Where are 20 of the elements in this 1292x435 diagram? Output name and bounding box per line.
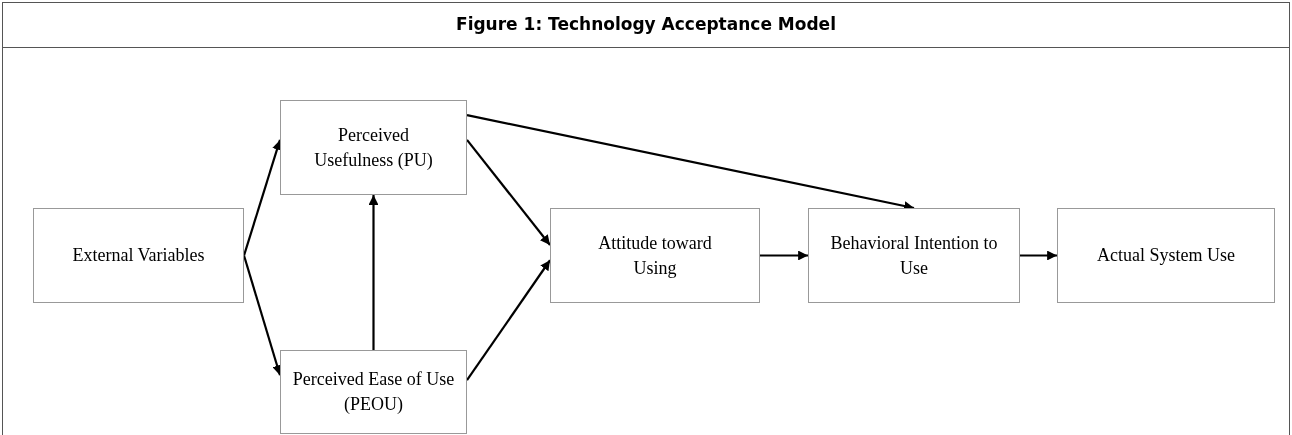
- process-box: [280, 350, 467, 434]
- process-box: [808, 208, 1020, 303]
- box-label: External Variables: [72, 244, 205, 267]
- process-box: [33, 208, 244, 303]
- box-label: Attitude toward Using: [597, 231, 713, 280]
- box-label: Perceived Ease of Use (PEOU): [291, 368, 456, 416]
- arrow: [1020, 250, 1057, 261]
- arrow: [242, 139, 282, 256]
- arrow: [242, 255, 282, 376]
- box-label: Behavioral Intention to Use: [829, 231, 999, 280]
- arrow: [466, 139, 551, 246]
- arrow: [466, 259, 551, 381]
- figure-title: Figure 1: Technology Acceptance Model: [456, 12, 836, 36]
- box-label: Actual System Use: [1097, 244, 1235, 267]
- process-box: [550, 208, 760, 303]
- box-label: Perceived Usefulness (PU): [313, 123, 434, 172]
- process-box: [1057, 208, 1275, 303]
- arrow: [760, 250, 808, 261]
- arrow: [368, 195, 379, 350]
- process-box: [280, 100, 467, 195]
